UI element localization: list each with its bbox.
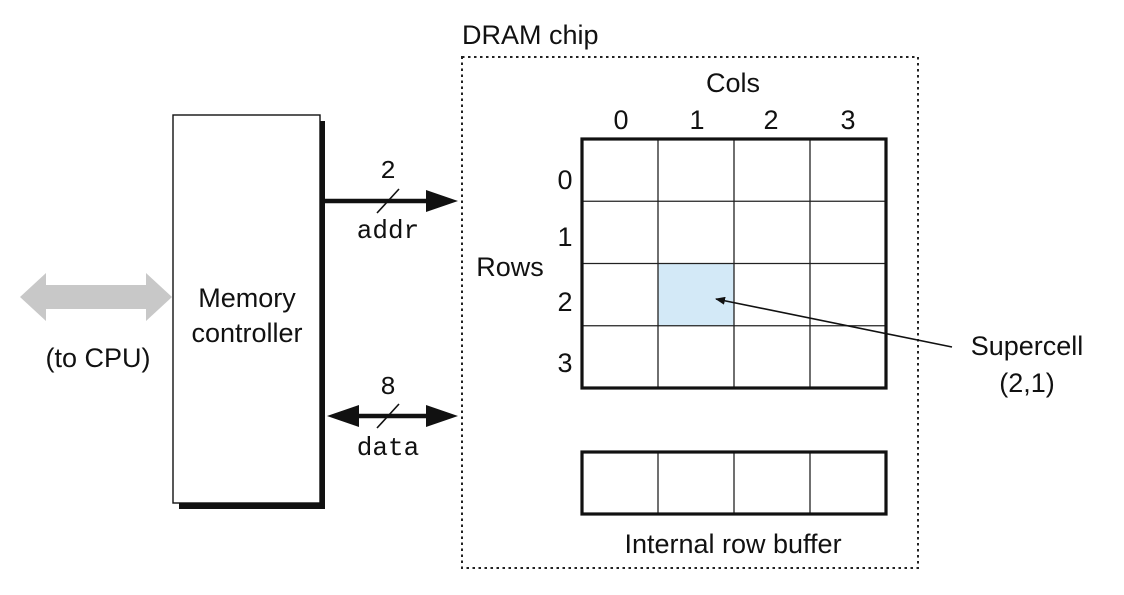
rows-label: Rows (476, 252, 544, 282)
row-buffer-dividers (582, 452, 886, 514)
array-cell (582, 325, 658, 388)
array-cell (734, 201, 810, 264)
col-index-label: 1 (689, 105, 704, 135)
row-buffer-cell (734, 452, 810, 514)
supercell-label-line1: Supercell (971, 331, 1084, 361)
array-cell (582, 201, 658, 264)
row-index-label: 3 (557, 348, 572, 378)
array-cells (582, 139, 886, 388)
array-cell (582, 263, 658, 326)
addr-bus-width: 2 (380, 156, 396, 186)
data-bus-arrowhead-right (426, 405, 458, 427)
addr-bus: 2 addr (325, 156, 458, 246)
addr-bus-arrowhead (426, 190, 458, 212)
array-grid-lines (582, 139, 886, 388)
row-buffer-cell (810, 452, 886, 514)
data-bus-width: 8 (380, 372, 396, 402)
data-bus-slash (376, 403, 400, 429)
memory-controller: Memory controller (172, 114, 325, 509)
data-bus: 8 data (327, 372, 458, 463)
supercell-annotation: Supercell (2,1) (715, 296, 1084, 398)
col-index-label: 2 (763, 105, 778, 135)
supercell-2-1 (658, 263, 734, 326)
row-index-label: 1 (557, 222, 572, 252)
row-buffer-border (580, 450, 888, 516)
row-index-labels: 0 1 2 3 (557, 165, 572, 378)
dram-chip-boundary (461, 56, 919, 569)
array-cell (658, 139, 734, 202)
cols-label: Cols (706, 68, 760, 98)
data-bus-arrowhead-left (327, 405, 359, 427)
row-index-label: 0 (557, 165, 572, 195)
array-cell (810, 201, 886, 264)
array-cell (810, 325, 886, 388)
supercell-label-line2: (2,1) (999, 368, 1055, 398)
array-cell (734, 325, 810, 388)
row-buffer-cell (582, 452, 658, 514)
supercell-pointer (715, 296, 953, 348)
row-buffer-cell (658, 452, 734, 514)
cpu-link-label: (to CPU) (45, 343, 150, 373)
data-bus-label: data (357, 433, 419, 463)
internal-row-buffer: Internal row buffer (580, 450, 888, 559)
array-border (580, 137, 888, 390)
cpu-link-arrow (20, 273, 172, 321)
memory-controller-line1: Memory (198, 283, 296, 313)
array-cell (734, 139, 810, 202)
array-cell (810, 139, 886, 202)
array-cell (810, 263, 886, 326)
array-cell (582, 139, 658, 202)
addr-bus-slash (376, 188, 400, 214)
row-buffer-label: Internal row buffer (624, 529, 841, 559)
col-index-label: 3 (840, 105, 855, 135)
cell-array: Cols Rows 0 1 2 3 0 1 2 3 (476, 68, 888, 390)
addr-bus-label: addr (357, 216, 419, 246)
array-cell (658, 325, 734, 388)
col-index-labels: 0 1 2 3 (613, 105, 855, 135)
memory-controller-line2: controller (191, 318, 302, 348)
memory-controller-box (172, 114, 321, 504)
array-cell (658, 201, 734, 264)
dram-chip-label: DRAM chip (462, 20, 599, 50)
col-index-label: 0 (613, 105, 628, 135)
row-index-label: 2 (557, 287, 572, 317)
